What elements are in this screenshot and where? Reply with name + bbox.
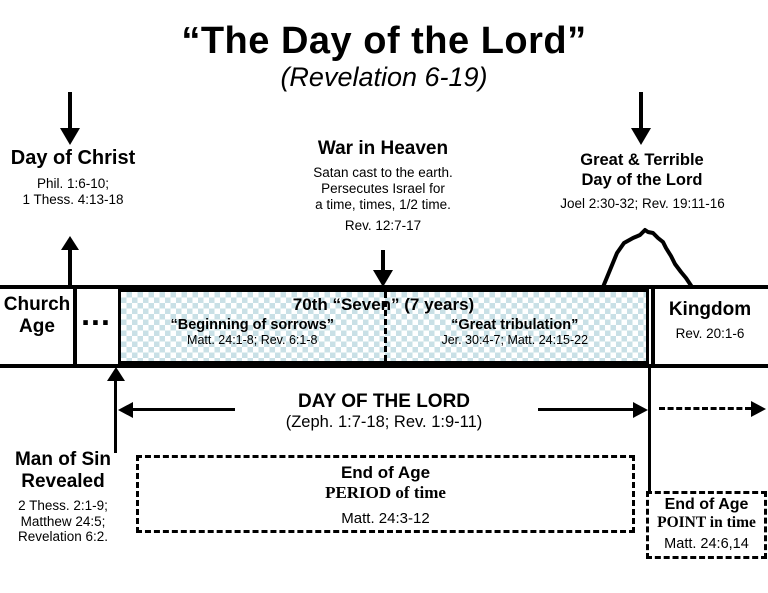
kingdom-dashed-arrow-line	[659, 407, 751, 410]
day-of-christ-arrow-down-icon	[60, 128, 80, 145]
great-terrible-heading-line1: Great & Terrible	[580, 151, 704, 169]
page-title: “The Day of the Lord”	[181, 20, 587, 62]
day-of-christ-arrow-line	[68, 92, 72, 130]
man-of-sin-arrow-line	[114, 378, 117, 453]
mountain-peak-shape	[601, 228, 694, 288]
kingdom-dashed-arrow-right-icon	[751, 401, 766, 417]
day-of-lord-arrow-left-icon	[118, 402, 133, 418]
time-gap-ellipsis: ...	[81, 296, 111, 332]
church-age-label: Church Age	[0, 294, 74, 339]
end-of-age-period-subtitle: PERIOD of time	[325, 483, 446, 502]
beginning-of-sorrows-label: “Beginning of sorrows”	[170, 317, 335, 333]
end-of-age-point-box: End of Age POINT in time Matt. 24:6,14	[646, 491, 767, 559]
end-of-age-point-subtitle: POINT in time	[657, 514, 756, 531]
day-of-lord-right-line	[538, 408, 635, 411]
church-age-divider	[73, 285, 77, 368]
war-in-heaven-body-1: Satan cast to the earth.	[313, 165, 453, 180]
great-terrible-arrow-line	[639, 92, 643, 130]
man-of-sin-heading-line2: Revealed	[21, 471, 105, 493]
great-terrible-arrow-down-icon	[631, 128, 651, 145]
man-of-sin-arrow-up-icon	[107, 367, 125, 381]
kingdom-divider	[651, 285, 655, 368]
day-of-lord-left-line	[131, 408, 235, 411]
great-terrible-heading-line2: Day of the Lord	[581, 171, 703, 190]
war-in-heaven-body-2: Persecutes Israel for	[321, 180, 445, 196]
page-subtitle: (Revelation 6-19)	[280, 62, 488, 92]
church-age-line2: Age	[19, 316, 55, 338]
great-terrible-ref: Joel 2:30-32; Rev. 19:11-16	[560, 196, 725, 211]
war-in-heaven-ref: Rev. 12:7-17	[344, 218, 422, 233]
seventieth-week-title: 70th “Seven” (7 years)	[292, 295, 475, 314]
great-tribulation-refs: Jer. 30:4-7; Matt. 24:15-22	[441, 333, 589, 347]
war-in-heaven-heading: War in Heaven	[317, 138, 449, 159]
end-of-age-period-box: End of Age PERIOD of time Matt. 24:3-12	[136, 455, 635, 533]
man-of-sin-refs: 2 Thess. 2:1-9; Matthew 24:5; Revelation…	[0, 498, 126, 545]
day-of-lord-refs: (Zeph. 1:7-18; Rev. 1:9-11)	[285, 413, 483, 431]
church-age-line1: Church	[3, 294, 71, 315]
war-in-heaven-body: Satan cast to the earth. Persecutes Isra…	[283, 165, 483, 213]
man-of-sin-heading-line1: Man of Sin	[14, 449, 112, 470]
beginning-of-sorrows-refs: Matt. 24:1-8; Rev. 6:1-8	[187, 333, 318, 347]
church-age-arrow-up-icon	[61, 236, 79, 250]
great-tribulation-label: “Great tribulation”	[451, 317, 579, 333]
midpoint-dashed-divider	[383, 292, 387, 361]
band-bottom-line	[0, 364, 768, 368]
day-of-christ-refs: Phil. 1:6-10; 1 Thess. 4:13-18	[0, 176, 146, 208]
day-of-lord-arrow-right-icon	[633, 402, 648, 418]
great-terrible-heading: Great & Terrible Day of the Lord	[553, 150, 731, 190]
man-of-sin-ref-3: Revelation 6:2.	[17, 529, 109, 545]
end-of-age-period-ref: Matt. 24:3-12	[341, 510, 430, 527]
end-of-age-point-title: End of Age	[664, 496, 749, 513]
day-of-christ-ref-1: Phil. 1:6-10;	[36, 176, 110, 191]
second-half-section: “Great tribulation” Jer. 30:4-7; Matt. 2…	[384, 317, 647, 347]
war-in-heaven-arrow-line	[381, 250, 385, 272]
first-half-section: “Beginning of sorrows” Matt. 24:1-8; Rev…	[121, 317, 384, 347]
church-age-arrow-line	[68, 247, 72, 287]
day-of-lord-heading: DAY OF THE LORD	[297, 391, 471, 412]
end-of-age-point-ref: Matt. 24:6,14	[664, 536, 749, 552]
kingdom-ref: Rev. 20:1-6	[675, 326, 745, 341]
war-in-heaven-body-3: a time, times, 1/2 time.	[315, 196, 451, 212]
seventieth-week-box: 70th “Seven” (7 years) “Beginning of sor…	[118, 289, 649, 364]
day-of-christ-heading: Day of Christ	[10, 147, 136, 169]
end-of-week-vertical-line	[648, 368, 651, 492]
man-of-sin-ref-2: Matthew 24:5;	[20, 513, 106, 529]
war-in-heaven-arrow-down-icon	[373, 270, 393, 287]
kingdom-label: Kingdom	[668, 299, 752, 320]
man-of-sin-heading: Man of Sin Revealed	[0, 449, 126, 493]
band-top-line	[0, 285, 768, 289]
man-of-sin-ref-1: 2 Thess. 2:1-9;	[18, 498, 108, 513]
day-of-christ-ref-2: 1 Thess. 4:13-18	[22, 191, 124, 207]
end-of-age-period-title: End of Age	[340, 463, 431, 482]
